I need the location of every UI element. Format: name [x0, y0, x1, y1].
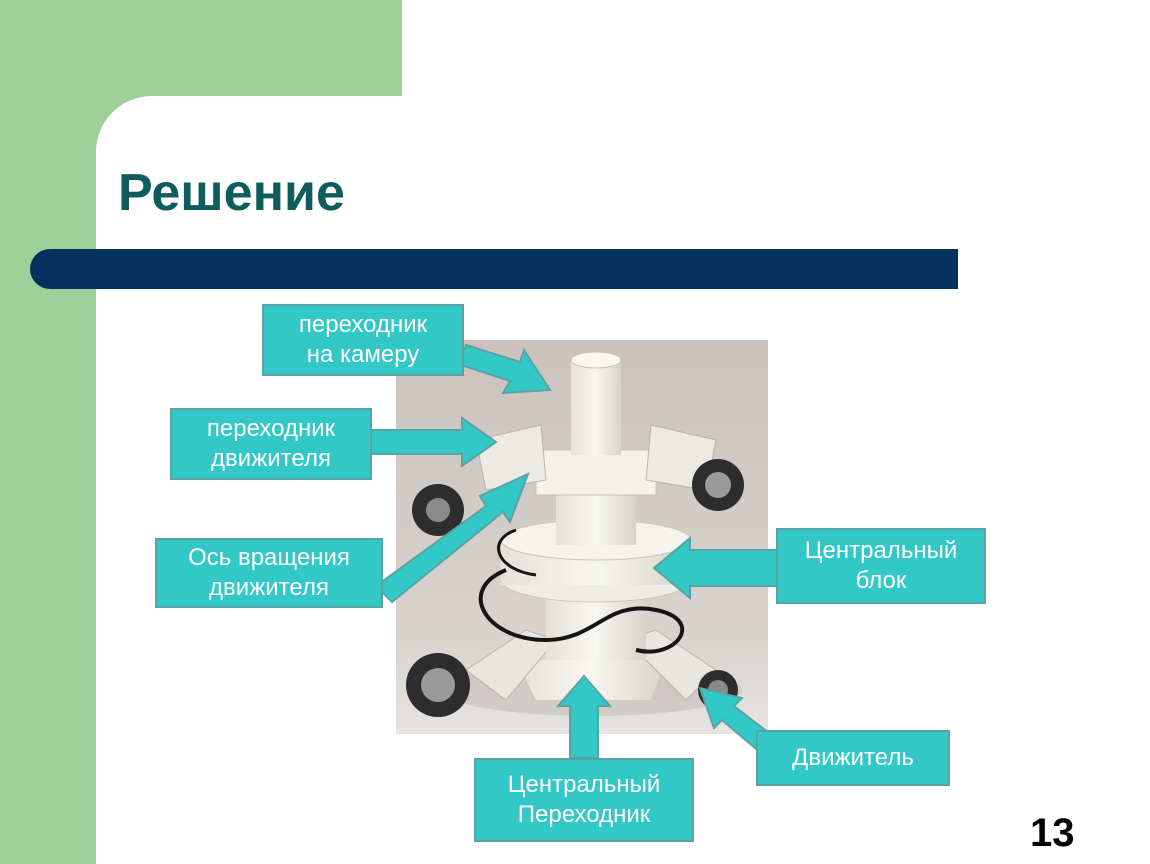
label-central-adapter-line2: Переходник — [517, 801, 651, 828]
label-camera-adapter-line2: на камеру — [306, 341, 420, 368]
title-underline-bar — [30, 249, 958, 289]
label-central-block-line2: блок — [855, 567, 907, 594]
label-thruster-adapter-line1: переходник — [206, 415, 336, 442]
page-number: 13 — [1030, 811, 1075, 855]
label-thruster: Движитель — [756, 730, 950, 786]
label-camera-adapter: переходник на камеру — [262, 304, 464, 376]
label-rotation-axis-line2: движителя — [209, 574, 329, 601]
label-camera-adapter-line1: переходник — [298, 311, 428, 338]
label-thruster-adapter: переходник движителя — [170, 408, 372, 480]
label-thruster-line1: Движитель — [792, 744, 914, 771]
robot-photo — [396, 340, 768, 734]
background-top — [402, 0, 1150, 100]
label-central-block-line1: Центральный — [804, 537, 958, 564]
label-thruster-adapter-line2: движителя — [211, 445, 331, 472]
label-central-block: Центральный блок — [776, 528, 986, 604]
label-rotation-axis: Ось вращения движителя — [155, 538, 383, 608]
slide-title: Решение — [118, 164, 345, 222]
label-rotation-axis-line1: Ось вращения — [188, 544, 350, 571]
label-central-adapter: Центральный Переходник — [474, 758, 694, 842]
label-central-adapter-line1: Центральный — [507, 771, 661, 798]
